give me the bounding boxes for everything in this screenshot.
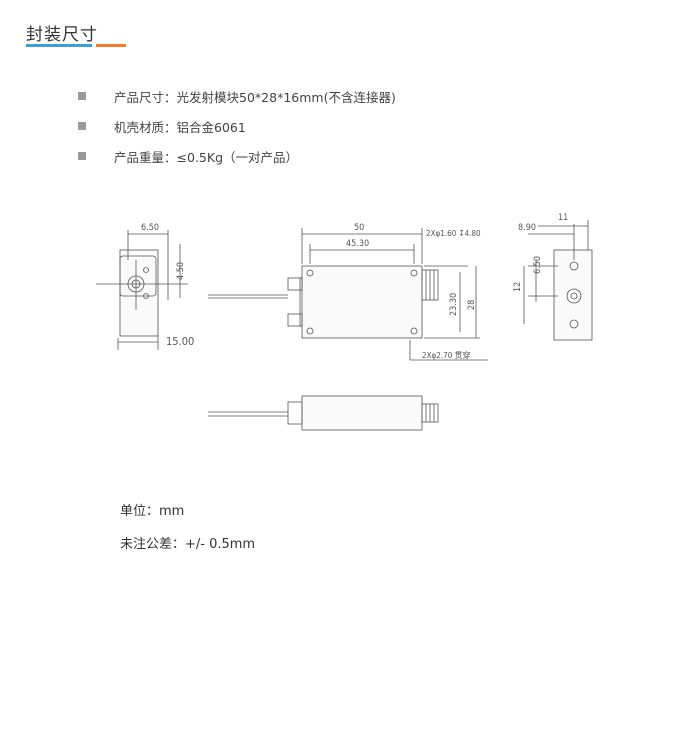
spec-value: ≤0.5Kg（一对产品） xyxy=(176,149,299,165)
title-underline-orange xyxy=(96,44,126,47)
square-bullet-icon xyxy=(78,122,86,130)
dim-label: 6.50 xyxy=(533,256,543,274)
right-view xyxy=(523,220,593,341)
square-bullet-icon xyxy=(78,152,86,160)
spec-label: 产品尺寸： xyxy=(114,89,177,105)
spec-item-material: 机壳材质： 铝合金6061 xyxy=(78,116,396,136)
dimension-drawing: 6.50 4.50 15.00 50 45.30 2Xφ1.60 ↧4.80 2… xyxy=(96,213,593,431)
dim-label: 8.90 xyxy=(518,223,536,233)
top-view xyxy=(208,228,488,361)
unit-note: 单位：mm xyxy=(120,504,185,519)
section-title: 封装尺寸 xyxy=(26,25,98,45)
spec-value: 光发射模块50*28*16mm(不含连接器) xyxy=(176,89,396,105)
dim-label: 2Xφ1.60 ↧4.80 xyxy=(426,229,481,238)
dim-label: 2Xφ2.70 贯穿 xyxy=(422,350,471,360)
front-view xyxy=(96,230,188,350)
spec-list: 产品尺寸： 光发射模块50*28*16mm(不含连接器) 机壳材质： 铝合金60… xyxy=(78,86,396,176)
dim-label: 4.50 xyxy=(176,262,186,280)
dim-label: 28 xyxy=(467,300,477,310)
spec-item-size: 产品尺寸： 光发射模块50*28*16mm(不含连接器) xyxy=(78,86,396,106)
spec-label: 机壳材质： xyxy=(114,119,177,135)
dim-label: 15.00 xyxy=(166,335,194,348)
spec-value: 铝合金6061 xyxy=(176,119,246,135)
dim-label: 50 xyxy=(354,223,364,233)
title-underline-blue xyxy=(26,44,92,47)
dim-label: 11 xyxy=(558,213,568,223)
side-view xyxy=(208,395,439,431)
dim-label: 45.30 xyxy=(346,239,369,249)
spec-label: 产品重量： xyxy=(114,149,177,165)
dim-label: 6.50 xyxy=(141,223,159,233)
square-bullet-icon xyxy=(78,92,86,100)
dim-label: 12 xyxy=(513,282,523,292)
spec-item-weight: 产品重量： ≤0.5Kg（一对产品） xyxy=(78,146,396,166)
tolerance-note: 未注公差：+/- 0.5mm xyxy=(120,537,256,552)
dim-label: 23.30 xyxy=(449,293,459,316)
